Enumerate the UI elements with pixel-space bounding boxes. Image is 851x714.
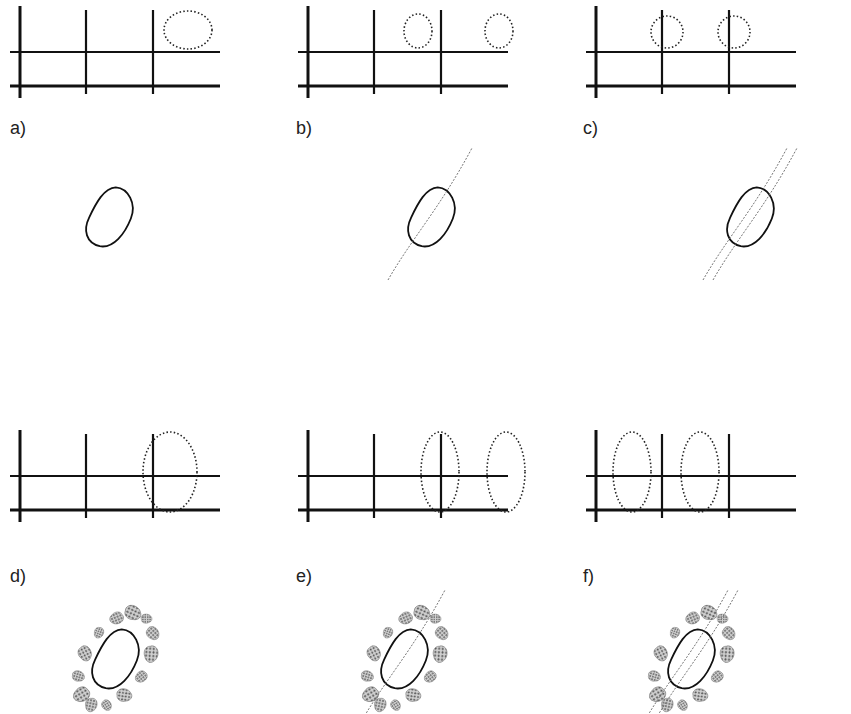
grid xyxy=(586,430,796,522)
dotted-ellipse xyxy=(404,14,432,48)
dotted-ellipse xyxy=(485,14,513,48)
fracture-line xyxy=(388,148,472,280)
fracture-line xyxy=(654,590,738,714)
dotted-ellipse xyxy=(143,432,197,512)
dotted-ellipse xyxy=(681,432,719,512)
fracture-line xyxy=(713,148,797,280)
pebble-outline xyxy=(87,624,144,695)
panel-label: c) xyxy=(583,118,598,139)
fracture-line xyxy=(703,148,787,280)
pebble-outline xyxy=(376,624,433,695)
panel-label: a) xyxy=(10,118,26,139)
dotted-ellipse xyxy=(613,432,651,512)
panel-label: e) xyxy=(296,566,312,587)
grain-patches xyxy=(71,603,162,713)
grid xyxy=(10,6,220,98)
dotted-ellipse xyxy=(718,16,750,48)
dotted-ellipse xyxy=(164,11,212,49)
pebble-outline xyxy=(81,182,138,253)
panel-label: d) xyxy=(10,566,26,587)
grid xyxy=(298,6,508,98)
fracture-line xyxy=(644,590,728,714)
grain-patches xyxy=(360,603,451,713)
dotted-ellipse xyxy=(421,432,459,512)
panel-label: f) xyxy=(583,566,594,587)
dotted-ellipse xyxy=(651,16,683,48)
panel-label: b) xyxy=(296,118,312,139)
grid xyxy=(10,430,220,522)
grain-patches xyxy=(647,603,738,713)
grid xyxy=(586,6,796,98)
fracture-line xyxy=(361,590,445,714)
grid xyxy=(298,430,508,522)
pebble-outline xyxy=(403,182,460,253)
dotted-ellipse xyxy=(487,432,525,512)
